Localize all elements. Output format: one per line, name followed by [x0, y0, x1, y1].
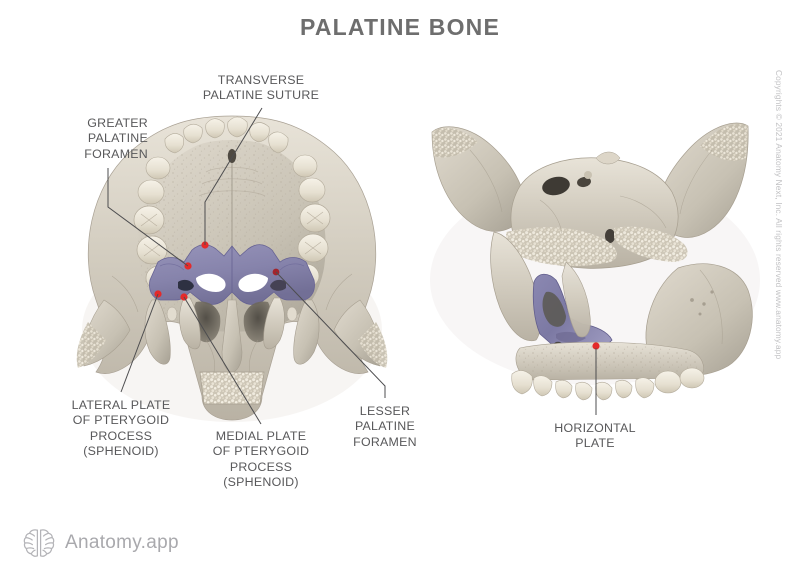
label-transverse-palatine-suture: TRANSVERSE PALATINE SUTURE — [202, 73, 320, 103]
label-greater-palatine-foramen: GREATER PALATINE FORAMEN — [84, 116, 148, 161]
sagittal-detail-lines — [469, 149, 723, 345]
label-horizontal-plate: HORIZONTAL PLATE — [554, 421, 636, 451]
brain-icon — [23, 529, 55, 557]
palatine-bone-highlight — [149, 244, 315, 305]
label-lesser-palatine-foramen: LESSER PALATINE FORAMEN — [353, 404, 417, 449]
sphenoid-sinus-opening — [542, 176, 570, 196]
marker-transverse-palatine-suture — [201, 241, 209, 249]
maxillary-teeth-sagittal — [511, 367, 705, 401]
palatine-bone-highlight-sagittal — [532, 273, 613, 351]
marker-lateral-plate — [154, 290, 162, 298]
label-lateral-plate-of-pterygoid-process: LATERAL PLATE OF PTERYGOID PROCESS (SPHE… — [71, 398, 171, 459]
pterygoid-strut — [561, 261, 591, 338]
marker-horizontal-plate — [592, 342, 600, 350]
view-medial-sagittal — [430, 122, 760, 401]
marker-greater-palatine-foramen — [184, 262, 192, 270]
perpendicular-plate-frame — [490, 231, 541, 342]
label-medial-plate-of-pterygoid-process: MEDIAL PLATE OF PTERYGOID PROCESS (SPHEN… — [212, 429, 310, 490]
page-title: PALATINE BONE — [299, 14, 501, 40]
marker-lesser-palatine-foramen — [272, 268, 280, 276]
marker-medial-plate — [180, 293, 188, 301]
alveolar-foramina — [690, 290, 714, 316]
logo-text: Anatomy.app — [65, 532, 179, 553]
copyright-notice: Copyrights © 2021 Anatomy Next, Inc. All… — [774, 70, 784, 360]
cancellous-bone-band — [506, 227, 617, 267]
incisive-foramen — [227, 149, 237, 163]
brand-logo[interactable]: Anatomy.app — [22, 526, 179, 560]
